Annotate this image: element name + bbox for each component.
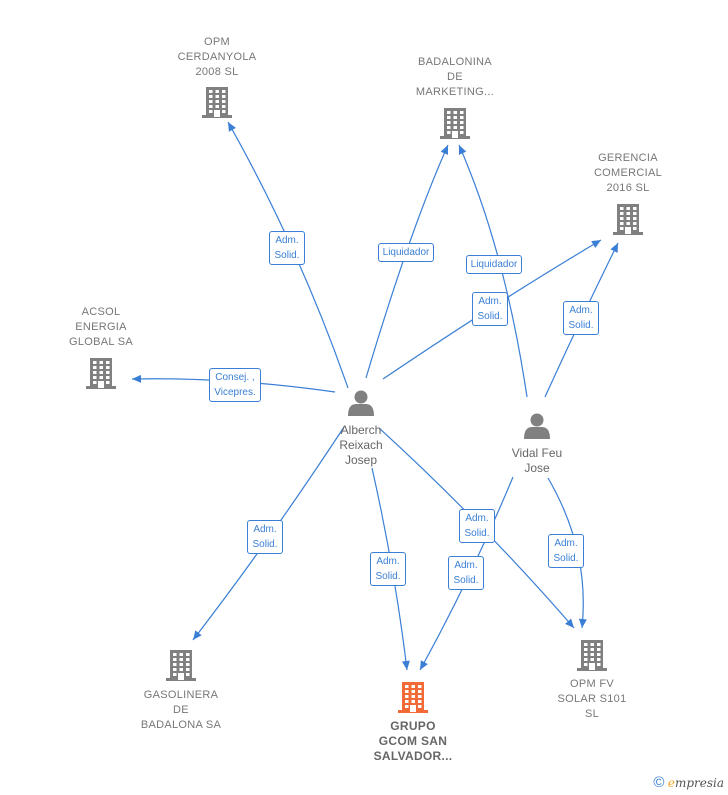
edge-label-line: Adm.	[275, 235, 299, 246]
edge-label-line: Solid.	[568, 320, 594, 331]
edge-label-line: Solid.	[477, 311, 503, 322]
arrowhead-icon	[591, 240, 601, 249]
company-label-gerencia[interactable]: GERENCIA COMERCIAL 2016 SL	[573, 151, 683, 196]
company-label-line: COMERCIAL	[593, 167, 663, 179]
person-label-line: Josep	[344, 453, 378, 467]
edge-label-line: Solid.	[553, 553, 579, 564]
company-label-line: GASOLINERA	[143, 689, 219, 701]
building-icon[interactable]	[86, 358, 116, 389]
edge-label-line: Solid.	[375, 571, 401, 582]
edge-label-line: Adm.	[253, 524, 277, 535]
company-label-line: DE	[173, 704, 189, 716]
edge-label[interactable]: Adm. Solid.	[548, 534, 584, 568]
edge-label-line: Adm.	[454, 560, 478, 571]
edge-label-line: Adm.	[554, 538, 578, 549]
company-label-line: BADALONINA	[418, 56, 492, 68]
company-label-line: OPM FV	[570, 678, 614, 690]
company-label-line: SOLAR S101	[557, 693, 627, 705]
edge-label-line: Adm.	[465, 513, 489, 524]
company-label-line: GLOBAL SA	[68, 336, 134, 348]
company-label-gasolinera[interactable]: GASOLINERA DE BADALONA SA	[126, 688, 236, 733]
edge-label[interactable]: Adm. Solid.	[269, 231, 305, 265]
company-label-line: ACSOL	[81, 306, 121, 318]
company-label-line: OPM	[204, 36, 230, 48]
person-label-line: Reixach	[339, 438, 383, 452]
company-label-opm_cerdanyola[interactable]: OPM CERDANYOLA 2008 SL	[162, 35, 272, 80]
edge-label[interactable]: Consej. , Vicepres.	[209, 368, 261, 402]
edge-label[interactable]: Adm. Solid.	[459, 509, 495, 543]
edge-label-line: Consej. ,	[215, 372, 255, 383]
edge-label[interactable]: Adm. Solid.	[472, 292, 508, 326]
company-label-line: GERENCIA	[598, 152, 658, 164]
edge-label[interactable]: Adm. Solid.	[563, 301, 599, 335]
building-icon[interactable]	[440, 108, 470, 139]
edge-label-line: Liquidador	[382, 246, 430, 258]
company-label-line: ENERGIA	[75, 321, 127, 333]
company-label-line: SALVADOR...	[373, 749, 453, 763]
edge-label-line: Solid.	[252, 539, 278, 550]
edge-label[interactable]: Liquidador	[465, 254, 523, 274]
person-icon[interactable]	[524, 413, 550, 440]
company-label-acsol[interactable]: ACSOL ENERGIA GLOBAL SA	[46, 305, 156, 350]
building-icon[interactable]	[398, 682, 428, 713]
empresia-logo[interactable]: empresia	[667, 776, 724, 790]
edge-label-line: Adm.	[376, 556, 400, 567]
company-label-line: DE	[447, 71, 463, 83]
person-label-line: Jose	[524, 461, 550, 475]
arrowhead-icon	[228, 122, 236, 132]
edge-label[interactable]: Adm. Solid.	[448, 556, 484, 590]
arrowhead-icon	[578, 618, 587, 628]
company-label-line: 2016 SL	[606, 182, 650, 194]
building-icon[interactable]	[166, 650, 196, 681]
edge-label[interactable]: Adm. Solid.	[247, 520, 283, 554]
person-label-line: Vidal Feu	[511, 446, 563, 460]
edge-label-line: Adm.	[478, 296, 502, 307]
edge-label-line: Adm.	[569, 305, 593, 316]
person-label-line: Alberch	[340, 423, 382, 437]
building-icon[interactable]	[613, 204, 643, 235]
copyright-icon: ©	[653, 774, 665, 791]
company-label-line: SL	[584, 708, 600, 720]
edge-label-line: Liquidador	[470, 258, 518, 270]
edge-label-line: Solid.	[274, 250, 300, 261]
footer: © empresia	[653, 774, 724, 791]
arrowhead-icon	[458, 145, 467, 155]
arrowhead-icon	[420, 660, 428, 670]
edge-label[interactable]: Adm. Solid.	[370, 552, 406, 586]
building-icon[interactable]	[577, 640, 607, 671]
person-icon[interactable]	[348, 390, 374, 417]
arrowhead-icon	[401, 660, 410, 670]
company-label-line: GCOM SAN	[378, 734, 448, 748]
arrowhead-icon	[440, 145, 448, 155]
company-label-line: MARKETING...	[415, 86, 495, 98]
company-label-line: GRUPO	[390, 719, 436, 733]
building-icon[interactable]	[202, 87, 232, 118]
edge-label-line: Solid.	[453, 575, 479, 586]
company-label-line: 2008 SL	[195, 66, 239, 78]
edge-label-line: Vicepres.	[214, 387, 256, 398]
arrowhead-icon	[193, 630, 202, 640]
edge-label-line: Solid.	[464, 528, 490, 539]
edge-label[interactable]: Liquidador	[377, 242, 435, 262]
company-label-line: CERDANYOLA	[177, 51, 257, 63]
arrowhead-icon	[132, 374, 142, 383]
company-label-line: BADALONA SA	[140, 719, 222, 731]
arrowhead-icon	[610, 243, 618, 253]
company-label-badalonina[interactable]: BADALONINA DE MARKETING...	[400, 55, 510, 100]
edge-albercht-badalonina	[365, 144, 449, 379]
arrowhead-icon	[565, 618, 574, 628]
